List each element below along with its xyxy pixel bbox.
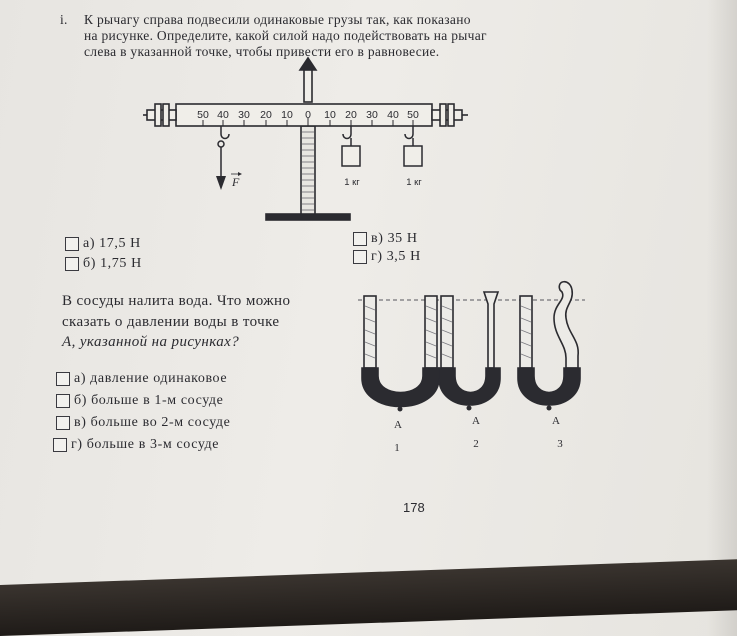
task1-option-c[interactable]: в) 35 Н: [353, 231, 418, 247]
task2-option-a[interactable]: а) давление одинаковое: [56, 371, 227, 387]
vessel-3: [517, 280, 581, 406]
ruler-label: 20: [260, 109, 272, 121]
task1-line-3: слева в указанной точке, чтобы привести …: [84, 44, 440, 59]
task2-line-1: В сосуды налита вода. Что можно: [62, 293, 291, 309]
checkbox[interactable]: [65, 257, 79, 271]
vessel-number: 2: [473, 438, 479, 450]
vessel-number: 1: [394, 442, 400, 454]
point-a-1: [397, 406, 403, 412]
task1-option-d[interactable]: г) 3,5 Н: [353, 249, 421, 265]
task1-option-b[interactable]: б) 1,75 Н: [65, 256, 142, 272]
vessel-2: [438, 291, 501, 406]
ruler-label: 40: [217, 109, 229, 121]
vessel-point-label: А: [472, 415, 480, 427]
vessel-1: [361, 295, 440, 408]
task2-option-b[interactable]: б) больше в 1-м сосуде: [56, 393, 223, 409]
vessel-number: 3: [557, 438, 563, 450]
ruler-label: 0: [305, 109, 311, 121]
checkbox[interactable]: [56, 416, 70, 430]
weight-box-2: [403, 145, 423, 167]
task2-option-d[interactable]: г) больше в 3-м сосуде: [53, 437, 219, 453]
checkbox[interactable]: [353, 250, 367, 264]
force-label: F: [231, 175, 240, 189]
task1-line-2: на рисунке. Определите, какой силой надо…: [84, 28, 487, 43]
ruler-label: 40: [387, 109, 399, 121]
task1-number: i.: [60, 12, 68, 27]
ruler-label: 10: [281, 109, 293, 121]
checkbox[interactable]: [56, 394, 70, 408]
weight-label-1: 1 кг: [344, 177, 360, 188]
task2-option-c[interactable]: в) больше во 2-м сосуде: [56, 415, 230, 431]
ruler-label: 30: [238, 109, 250, 121]
ruler-label: 30: [366, 109, 378, 121]
point-a-3: [546, 405, 552, 411]
task2-line-3: А, указанной на рисунках?: [62, 334, 240, 350]
vessel-point-label: А: [394, 419, 402, 431]
checkbox[interactable]: [56, 372, 70, 386]
ruler-label: 20: [345, 109, 357, 121]
task1-option-a[interactable]: а) 17,5 Н: [65, 236, 141, 252]
vessel-point-label: А: [552, 415, 560, 427]
task1-line-1: К рычагу справа подвесили одинаковые гру…: [84, 12, 471, 27]
checkbox[interactable]: [353, 232, 367, 246]
point-a-2: [466, 405, 472, 411]
ruler-label: 50: [197, 109, 209, 121]
force-arrow: [217, 126, 230, 178]
weight-label-2: 1 кг: [406, 177, 422, 188]
ruler-label: 10: [324, 109, 336, 121]
ruler-label: 50: [407, 109, 419, 121]
checkbox[interactable]: [65, 237, 79, 251]
page-number: 178: [403, 500, 425, 515]
checkbox[interactable]: [53, 438, 67, 452]
weight-box-1: [341, 145, 361, 167]
task2-line-2: сказать о давлении воды в точке: [62, 314, 280, 330]
